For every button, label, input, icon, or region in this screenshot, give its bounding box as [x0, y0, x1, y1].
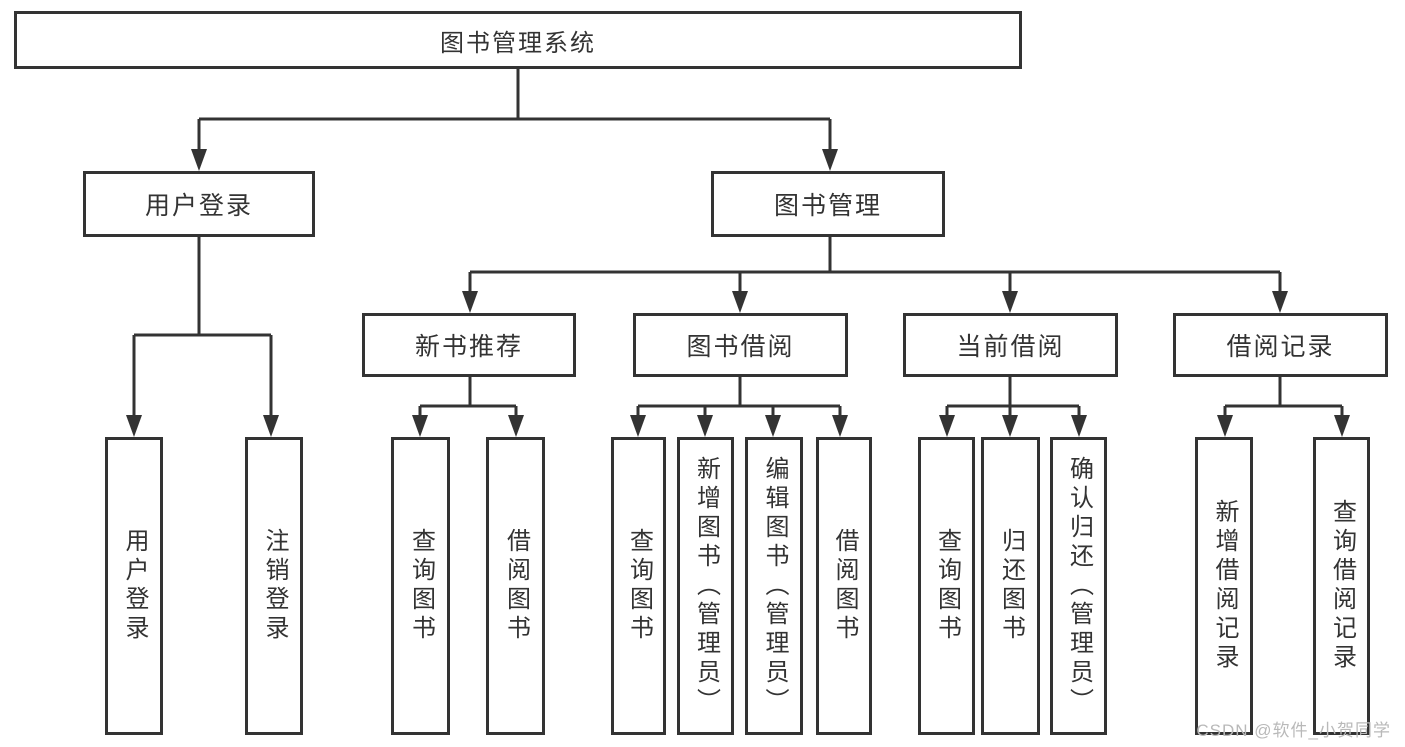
- leaf-query-borrow-record: 查询借阅记录: [1313, 437, 1370, 735]
- leaf-label: 查询图书: [625, 528, 653, 644]
- leaf-borrow-books-2: 借阅图书: [816, 437, 872, 735]
- node-label: 用户登录: [144, 192, 253, 220]
- node-label: 当前借阅: [956, 333, 1065, 361]
- leaf-label: 编辑图书（管理员）: [761, 455, 788, 717]
- node-label: 图书管理: [773, 192, 882, 220]
- node-book-management: 图书管理: [711, 171, 945, 237]
- leaf-label: 用户登录: [121, 528, 148, 644]
- leaf-user-login: 用户登录: [105, 437, 163, 735]
- leaf-query-books-3: 查询图书: [918, 437, 975, 735]
- csdn-watermark: CSDN @软件_小贺同学: [1196, 721, 1391, 740]
- node-label: 图书借阅: [686, 333, 795, 361]
- node-user-login: 用户登录: [83, 171, 315, 237]
- leaf-borrow-books-1: 借阅图书: [486, 437, 545, 735]
- leaf-query-books-1: 查询图书: [391, 437, 450, 735]
- leaf-add-borrow-record: 新增借阅记录: [1195, 437, 1253, 735]
- node-borrowing-records: 借阅记录: [1173, 313, 1388, 377]
- leaf-label: 查询图书: [407, 528, 435, 644]
- leaf-query-books-2: 查询图书: [611, 437, 666, 735]
- node-current-borrowing: 当前借阅: [903, 313, 1118, 377]
- node-library-management-system: 图书管理系统: [14, 11, 1022, 69]
- leaf-add-books-admin: 新增图书（管理员）: [677, 437, 734, 735]
- leaf-return-books: 归还图书: [981, 437, 1040, 735]
- leaf-label: 确认归还（管理员）: [1065, 455, 1093, 717]
- leaf-confirm-return-admin: 确认归还（管理员）: [1050, 437, 1107, 735]
- leaf-label: 查询图书: [933, 528, 961, 644]
- node-label: 借阅记录: [1226, 333, 1335, 361]
- leaf-label: 新增借阅记录: [1211, 499, 1238, 673]
- leaf-label: 注销登录: [261, 528, 288, 644]
- leaf-label: 归还图书: [997, 528, 1025, 644]
- node-label: 图书管理系统: [440, 29, 596, 57]
- leaf-label: 借阅图书: [831, 528, 858, 644]
- leaf-logout: 注销登录: [245, 437, 303, 735]
- node-label: 新书推荐: [414, 333, 523, 361]
- leaf-label: 新增图书（管理员）: [692, 455, 720, 717]
- node-new-book-recommend: 新书推荐: [362, 313, 576, 377]
- leaf-label: 借阅图书: [502, 528, 530, 644]
- leaf-label: 查询借阅记录: [1328, 499, 1356, 673]
- node-book-borrowing: 图书借阅: [633, 313, 848, 377]
- leaf-edit-books-admin: 编辑图书（管理员）: [745, 437, 803, 735]
